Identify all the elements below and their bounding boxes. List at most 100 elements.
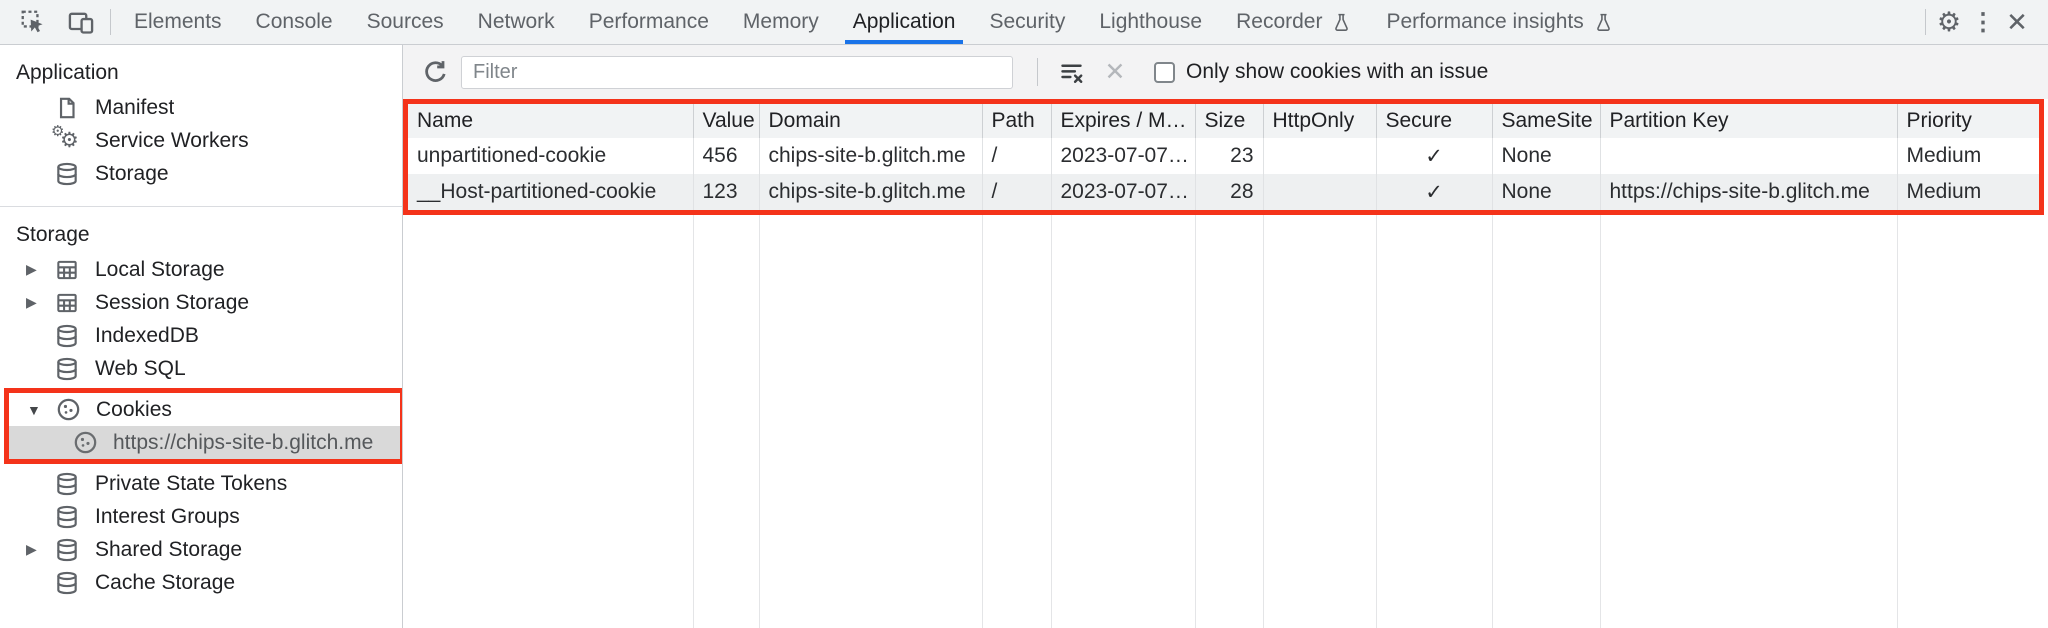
tab-network[interactable]: Network (461, 0, 572, 44)
refresh-icon[interactable] (417, 54, 453, 90)
tab-elements[interactable]: Elements (117, 0, 239, 44)
table-header-row: Name Value Domain Path Expires / M… Size… (408, 104, 2039, 138)
cell-name[interactable]: __Host-partitioned-cookie (408, 174, 694, 210)
cell-size[interactable]: 28 (1195, 174, 1264, 210)
tabbar-right-controls: ⚙ ⋮ ✕ (1919, 0, 2048, 44)
table-row-host-partitioned-cookie[interactable]: __Host-partitioned-cookie 123 chips-site… (408, 174, 2039, 210)
sidebar-divider (0, 206, 402, 207)
tab-application[interactable]: Application (836, 0, 973, 44)
sidebar-item-local-storage[interactable]: ▶ Local Storage (0, 253, 402, 286)
cookie-icon (70, 428, 100, 458)
experiment-flask-icon (1331, 12, 1352, 33)
close-icon[interactable]: ✕ (2006, 6, 2028, 37)
device-toolbar-icon[interactable] (64, 5, 98, 39)
tabbar-separator (1925, 9, 1926, 35)
sidebar-item-storage[interactable]: Storage (0, 157, 402, 190)
tab-sources[interactable]: Sources (350, 0, 461, 44)
grid-column-line (982, 215, 983, 628)
column-header-httponly[interactable]: HttpOnly (1263, 104, 1377, 138)
column-header-value[interactable]: Value (693, 104, 760, 138)
database-icon (52, 159, 82, 189)
settings-gear-icon[interactable]: ⚙ (1936, 6, 1962, 37)
grid-column-line (1195, 215, 1196, 628)
grid-column-line (1376, 215, 1377, 628)
cell-path[interactable]: / (982, 174, 1052, 210)
cell-size[interactable]: 23 (1195, 138, 1264, 174)
sidebar-item-cookie-origin-selected[interactable]: https://chips-site-b.glitch.me (9, 426, 400, 459)
cell-httponly[interactable] (1263, 138, 1377, 174)
sidebar-item-session-storage[interactable]: ▶ Session Storage (0, 286, 402, 319)
column-header-name[interactable]: Name (408, 104, 694, 138)
sidebar-item-interest-groups[interactable]: Interest Groups (0, 500, 402, 533)
sidebar-item-service-workers[interactable]: ⚙⚙ Service Workers (0, 123, 402, 157)
cell-expires[interactable]: 2023-07-07… (1051, 138, 1196, 174)
grid-column-line (693, 215, 694, 628)
sidebar-item-label: Private State Tokens (95, 471, 288, 495)
chevron-right-icon[interactable]: ▶ (26, 294, 37, 310)
tab-label: Application (852, 10, 956, 33)
sidebar-item-indexeddb[interactable]: IndexedDB (0, 319, 402, 352)
application-sidebar: Application Manifest ⚙⚙ Service Workers (0, 45, 403, 628)
filter-input[interactable] (461, 55, 1013, 89)
cookies-grid-area: Name Value Domain Path Expires / M… Size… (403, 99, 2048, 628)
chevron-right-icon[interactable]: ▶ (26, 261, 37, 277)
chevron-right-icon[interactable]: ▶ (26, 541, 37, 557)
column-header-samesite[interactable]: SameSite (1492, 104, 1601, 138)
cell-httponly[interactable] (1263, 174, 1377, 210)
tab-performance[interactable]: Performance (572, 0, 726, 44)
tab-label: Lighthouse (1099, 10, 1203, 33)
sidebar-item-cache-storage[interactable]: Cache Storage (0, 566, 402, 599)
sidebar-item-label: Shared Storage (95, 537, 243, 561)
cell-samesite[interactable]: None (1492, 138, 1601, 174)
column-header-path[interactable]: Path (982, 104, 1052, 138)
sidebar-section-storage: Storage (16, 223, 90, 246)
cell-partition-key[interactable] (1600, 138, 1898, 174)
column-header-expires[interactable]: Expires / M… (1051, 104, 1196, 138)
more-options-kebab-icon[interactable]: ⋮ (1971, 8, 1995, 36)
cell-priority[interactable]: Medium (1906, 144, 1982, 167)
inspect-element-icon[interactable] (16, 5, 50, 39)
sidebar-item-private-state-tokens[interactable]: Private State Tokens (0, 467, 402, 500)
tab-label: Performance (588, 10, 709, 33)
sidebar-item-label: Local Storage (95, 257, 225, 281)
cell-priority[interactable]: Medium (1897, 174, 2039, 210)
column-header-partition-key[interactable]: Partition Key (1600, 104, 1898, 138)
clear-filter-icon[interactable] (1054, 55, 1088, 89)
column-header-domain[interactable]: Domain (759, 104, 983, 138)
cell-path[interactable]: / (982, 138, 1052, 174)
cell-secure[interactable]: ✓ (1376, 138, 1493, 174)
tab-memory[interactable]: Memory (726, 0, 836, 44)
sidebar-item-web-sql[interactable]: Web SQL (0, 352, 402, 385)
cell-domain[interactable]: chips-site-b.glitch.me (759, 138, 983, 174)
cell-domain[interactable]: chips-site-b.glitch.me (759, 174, 983, 210)
clear-all-icon[interactable]: ✕ (1104, 58, 1126, 86)
sidebar-item-label: Cache Storage (95, 570, 236, 594)
experiment-flask-icon (1593, 12, 1614, 33)
cell-partition-key[interactable]: https://chips-site-b.glitch.me (1600, 174, 1898, 210)
table-row-unpartitioned-cookie[interactable]: unpartitioned-cookie 456 chips-site-b.gl… (408, 138, 2039, 174)
only-issues-checkbox[interactable] (1154, 61, 1175, 83)
tab-recorder[interactable]: Recorder (1219, 0, 1369, 44)
sidebar-item-manifest[interactable]: Manifest (0, 91, 402, 124)
sidebar-item-label: Storage (95, 161, 169, 185)
cell-value[interactable]: 123 (693, 174, 760, 210)
tab-performance-insights[interactable]: Performance insights (1369, 0, 1630, 44)
column-header-priority[interactable]: Priority (1897, 104, 2039, 138)
tab-security[interactable]: Security (972, 0, 1082, 44)
tab-label: Console (255, 10, 333, 33)
column-header-size[interactable]: Size (1195, 104, 1264, 138)
sidebar-item-cookies[interactable]: ▼ Cookies (9, 393, 400, 426)
tab-label: Elements (134, 10, 222, 33)
tab-lighthouse[interactable]: Lighthouse (1082, 0, 1219, 44)
cell-secure[interactable]: ✓ (1376, 174, 1493, 210)
cell-value[interactable]: 456 (693, 138, 760, 174)
cell-name[interactable]: unpartitioned-cookie (408, 138, 694, 174)
grid-column-line (759, 215, 760, 628)
sidebar-item-shared-storage[interactable]: ▶ Shared Storage (0, 533, 402, 566)
cell-samesite[interactable]: None (1492, 174, 1601, 210)
sidebar-item-label: Service Workers (95, 128, 249, 152)
column-header-secure[interactable]: Secure (1376, 104, 1493, 138)
tab-console[interactable]: Console (239, 0, 350, 44)
cell-expires[interactable]: 2023-07-07… (1051, 174, 1196, 210)
chevron-down-icon[interactable]: ▼ (27, 401, 41, 418)
